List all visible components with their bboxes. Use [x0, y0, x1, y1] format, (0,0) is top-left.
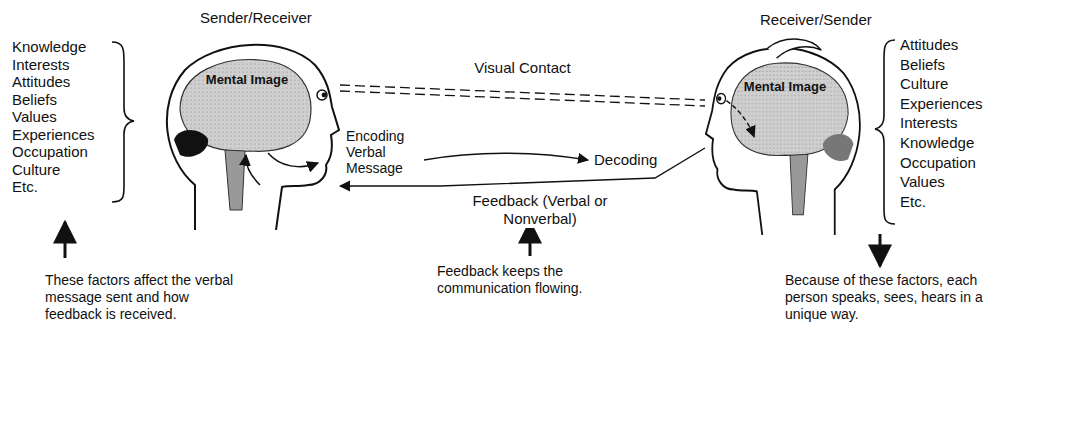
decoding-label: Decoding	[594, 151, 657, 168]
factor-item: Knowledge	[900, 134, 974, 151]
head-outline	[706, 48, 860, 235]
factor-item: Interests	[12, 56, 70, 73]
factor-item: Etc.	[12, 178, 38, 195]
right-brace	[875, 40, 895, 224]
factor-item: Interests	[900, 114, 958, 131]
pupil	[322, 93, 327, 98]
head-illustration	[150, 35, 340, 230]
factor-item: Etc.	[900, 193, 926, 210]
factor-item: Values	[900, 173, 945, 190]
feedback-arrow-inner	[246, 155, 260, 185]
up-arrow	[64, 222, 67, 258]
factor-item: Occupation	[12, 143, 88, 160]
message-arrow	[424, 153, 588, 160]
factor-item: Beliefs	[900, 56, 945, 73]
sight-arrow	[726, 101, 754, 137]
factor-item: Culture	[12, 161, 60, 178]
pupil	[717, 96, 721, 101]
factor-item: Knowledge	[12, 38, 86, 55]
hair-curl	[768, 39, 822, 58]
brain-stem	[225, 150, 245, 210]
brain-stem	[790, 154, 808, 215]
eye	[717, 94, 726, 104]
cerebellum	[174, 130, 208, 157]
factor-item: Attitudes	[900, 36, 958, 53]
factor-item: Culture	[900, 75, 948, 92]
factor-item: Experiences	[12, 126, 95, 143]
down-arrow	[879, 234, 882, 266]
role-heading: Sender/Receiver	[200, 9, 312, 26]
note-text: Feedback keeps the communication flowing…	[437, 263, 637, 297]
eye	[317, 90, 327, 100]
head-outline	[167, 45, 339, 230]
factor-item: Beliefs	[12, 91, 57, 108]
head-node: Sender/ReceiverMental Image	[150, 35, 340, 230]
connector-line	[340, 85, 705, 100]
head-group	[167, 45, 339, 230]
mental-image-text: Mental Image	[740, 80, 830, 94]
connector	[340, 85, 705, 106]
mental-image-text: Mental Image	[202, 73, 292, 87]
connector-label: Visual Contact	[472, 59, 572, 77]
factor-item: Values	[12, 108, 57, 125]
head-illustration	[705, 38, 875, 235]
connector-label: Feedback (Verbal or Nonverbal)	[453, 192, 627, 228]
factor-item: Experiences	[900, 95, 983, 112]
factor-item: Attitudes	[12, 73, 70, 90]
note-text: These factors affect the verbal message …	[45, 272, 245, 322]
encoding-label: Encoding Verbal Message	[346, 128, 424, 176]
head-node: Receiver/SenderMental Image	[705, 38, 875, 235]
speech-arrow	[268, 153, 318, 167]
left-brace	[112, 42, 134, 202]
cerebellum	[823, 134, 854, 161]
role-heading: Receiver/Sender	[760, 11, 872, 28]
factor-item: Occupation	[900, 154, 976, 171]
head-group	[706, 39, 860, 235]
connector-line	[340, 91, 705, 106]
note-text: Because of these factors, each person sp…	[785, 272, 985, 322]
